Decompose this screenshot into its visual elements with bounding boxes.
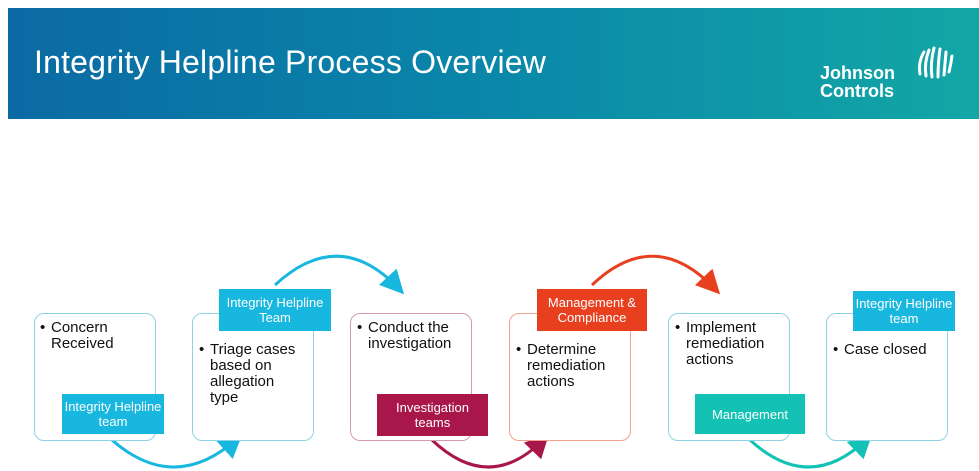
step-1-text: Concern Received <box>51 319 114 352</box>
step-6-text: Case closed <box>844 341 927 358</box>
arrow-5-to-6 <box>748 433 873 469</box>
step-4-bullet: •Determine remediation actions <box>516 341 606 390</box>
arrow-4-to-5 <box>590 254 721 295</box>
johnson-controls-logo: Johnson Controls <box>820 44 960 104</box>
arrow-2-to-3 <box>273 254 405 295</box>
step-2-text: Triage cases based on allegation type <box>210 341 296 406</box>
step-3-text: Conduct the investigation <box>368 319 452 352</box>
logo-line-1: Johnson <box>820 63 895 83</box>
step-2-owner-tag: Integrity Helpline Team <box>219 289 331 331</box>
logo-mark-icon <box>918 46 954 79</box>
step-4-owner-tag: Management & Compliance <box>537 289 647 331</box>
step-3-bullet: •Conduct the investigation <box>357 319 452 352</box>
arrow-1-to-2 <box>111 433 243 469</box>
step-3-owner-tag: Investigation teams <box>377 394 488 436</box>
step-6-owner-tag: Integrity Helpline team <box>853 291 955 331</box>
step-2-box: •Triage cases based on allegation type <box>192 313 314 441</box>
step-5-bullet: •Implement remediation actions <box>675 319 765 368</box>
header-banner: Integrity Helpline Process Overview John… <box>8 8 979 119</box>
arrow-3-to-4 <box>430 433 550 469</box>
page-title: Integrity Helpline Process Overview <box>34 44 547 80</box>
step-2-bullet: •Triage cases based on allegation type <box>199 341 296 406</box>
step-1-bullet: •Concern Received <box>40 319 114 352</box>
step-6-box: •Case closed <box>826 313 948 441</box>
logo-text: Johnson Controls <box>820 64 895 100</box>
step-6-bullet: •Case closed <box>833 341 927 358</box>
step-1-owner-tag: Integrity Helpline team <box>62 394 164 434</box>
step-5-text: Implement remediation actions <box>686 319 765 368</box>
logo-line-2: Controls <box>820 81 894 101</box>
step-4-text: Determine remediation actions <box>527 341 606 390</box>
step-5-owner-tag: Management <box>695 394 805 434</box>
step-4-box: •Determine remediation actions <box>509 313 631 441</box>
